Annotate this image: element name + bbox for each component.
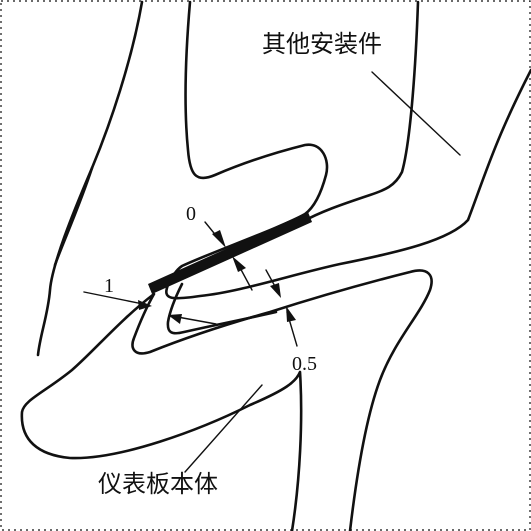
gap-zero-label: 0 [186, 203, 196, 225]
panel-clip-outline [166, 282, 278, 335]
gap-one-arrow-right [168, 314, 182, 324]
gap-zero-arrow-top [212, 230, 226, 248]
gap-half-arrow-bottom [286, 306, 296, 322]
gap-zero-arrow-bottom [232, 256, 246, 272]
other-parts-left-wall [53, 166, 94, 267]
gasket-strip [148, 212, 312, 294]
panel-body-label: 仪表板本体 [98, 470, 218, 498]
panel-body-leader [184, 384, 263, 473]
gap-one-leader [83, 291, 149, 306]
gap-half-arrow-top [270, 283, 281, 298]
other-parts-outline [36, 0, 531, 357]
other-parts-leader [371, 71, 461, 156]
gap-one-label: 1 [104, 275, 114, 297]
other-parts-label: 其他安装件 [262, 30, 382, 58]
gap-one-arrow-left [138, 300, 152, 310]
gap-half-label: 0.5 [292, 353, 317, 375]
panel-body-outline [20, 269, 433, 531]
